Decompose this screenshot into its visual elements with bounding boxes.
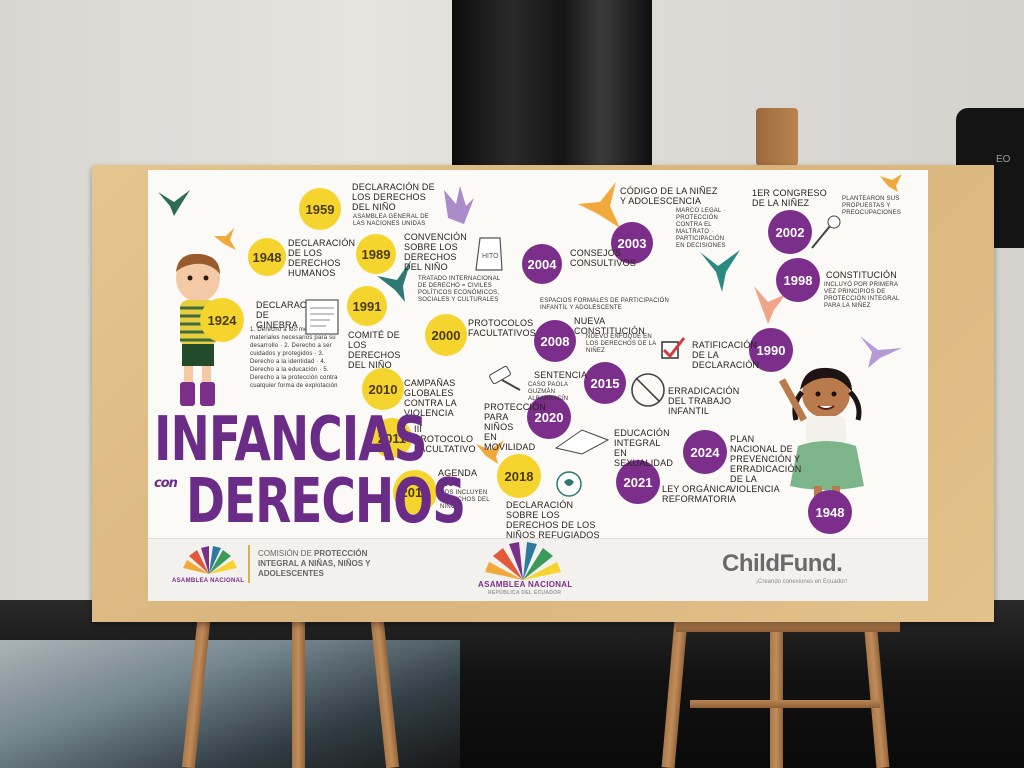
book-icon xyxy=(554,429,610,455)
label-2002: 1er congreso de la niñez xyxy=(752,188,827,208)
bird-icon-orange-3 xyxy=(880,174,902,192)
year-bubble-2003: 2003 xyxy=(611,222,653,264)
document-scroll-icon xyxy=(305,299,339,335)
poster-title-line1: INFANCIAS xyxy=(154,404,427,476)
hand-heart-icon xyxy=(556,471,582,497)
year-bubble-1948-b: 1948 xyxy=(808,490,852,534)
label-1948: Declaración de los derechos humanos xyxy=(288,238,356,278)
commission-bold: PROTECCIÓN INTEGRAL A NIÑAS, NIÑOS Y ADO… xyxy=(258,549,371,578)
bird-icon-orange xyxy=(578,182,620,228)
svg-text:HITO: HITO xyxy=(482,253,499,260)
bird-icon-lavender-2 xyxy=(860,336,902,368)
label-2008: Nueva constitución xyxy=(574,316,645,336)
childfund-tagline: ¡Creando conexiones en Ecuador! xyxy=(756,579,848,585)
label-2015-b: Erradicación del trabajo infantil xyxy=(668,386,740,416)
bird-icon-orange-small xyxy=(214,228,236,250)
year-bubble-2015-b: 2015 xyxy=(584,362,626,404)
commission-prefix: COMISIÓN DE xyxy=(258,549,315,558)
year-bubble-2011: 2011 xyxy=(372,418,412,458)
sublabel-1959: Asamblea general de las naciones unidas xyxy=(353,214,429,227)
sublabel-1989: Tratado internacional de derecho = Civil… xyxy=(418,276,501,303)
year-bubble-2002: 2002 xyxy=(768,210,812,254)
sublabel-sentencia: Caso Paola Guzmán Albarracín xyxy=(528,382,569,402)
easel-leg-right-2 xyxy=(770,620,783,768)
year-bubble-2021: 2021 xyxy=(616,460,660,504)
label-2015-a: Agenda 2030 xyxy=(438,468,477,488)
label-1998: Constitución xyxy=(826,270,897,280)
label-1924: Declaración de Ginebra xyxy=(256,300,324,330)
sublabel-2015-a: ODS incluyen derechos del niño xyxy=(440,490,490,510)
bird-icon-green xyxy=(158,190,190,216)
poster-title-line2: DERECHOS xyxy=(186,466,466,538)
label-2004: Consejos consultivos xyxy=(570,248,637,268)
label-movilidad: Protección para niños en movilidad xyxy=(484,402,547,452)
poster-title-con: con xyxy=(154,476,178,491)
bird-icon-pink xyxy=(754,286,786,324)
no-child-labor-icon xyxy=(631,373,665,407)
asamblea-sunburst-logo xyxy=(485,542,561,580)
sublabel-1998: Incluyó por primera vez principios de pr… xyxy=(824,282,900,309)
asamblea-logo-caption: ASAMBLEA NACIONAL xyxy=(478,580,573,589)
childfund-logo: ChildFund. xyxy=(722,550,843,577)
easel-top-clamp xyxy=(756,108,798,166)
gavel-icon xyxy=(489,365,521,391)
label-2003: Código de la niñez y adolescencia xyxy=(620,186,718,206)
footer-divider xyxy=(248,545,250,583)
sublabel-2003: Marco legal · Protección contra el maltr… xyxy=(676,208,726,249)
sublabel-2008: Nuevo enfoque en los derechos de la niñe… xyxy=(586,334,656,354)
year-bubble-1989: 1989 xyxy=(356,234,396,274)
year-bubble-2010: 2010 xyxy=(362,368,404,410)
label-2020: Educación integral en sexualidad xyxy=(614,428,674,468)
year-bubble-1948: 1948 xyxy=(248,238,286,276)
sublabel-2004: Espacios formales de participación infan… xyxy=(540,298,670,311)
asamblea-logo-subcaption: REPÚBLICA DEL ECUADOR xyxy=(488,590,562,596)
commission-name: COMISIÓN DE PROTECCIÓN INTEGRAL A NIÑAS,… xyxy=(258,549,378,579)
label-2010: Campañas globales contra la violencia xyxy=(404,378,457,418)
year-bubble-1959: 1959 xyxy=(299,188,341,230)
year-bubble-1991: 1991 xyxy=(347,286,387,326)
label-1989: Convención sobre los derechos del niño xyxy=(404,232,468,272)
bird-icon-teal xyxy=(377,260,411,302)
year-bubble-2000: 2000 xyxy=(425,314,467,356)
year-bubble-2024: 2024 xyxy=(683,430,727,474)
year-bubble-2015-a: 2015 xyxy=(393,470,437,514)
girl-character-illustration xyxy=(778,367,864,498)
easel-crossbar-right xyxy=(690,700,880,708)
label-2021: Ley orgánica reformatoria xyxy=(662,484,737,504)
label-1990: Ratificación de la declaración xyxy=(692,340,760,370)
label-2000: Protocolos facultativos xyxy=(468,318,536,338)
year-bubble-2008: 2008 xyxy=(534,320,576,362)
label-sentencia: Sentencia xyxy=(534,370,588,380)
list-1924-rights: 1. Derecho a los medios materiales neces… xyxy=(250,327,338,389)
bird-icon-teal-2 xyxy=(700,250,740,292)
asamblea-logo-caption-small: ASAMBLEA NACIONAL xyxy=(172,578,245,584)
easel-leg-left-2 xyxy=(292,612,305,768)
microphone-icon xyxy=(811,215,841,249)
year-bubble-1924: 1924 xyxy=(200,298,244,342)
label-2024: Plan nacional de prevención y erradicaci… xyxy=(730,434,802,494)
bird-icon-orange-2 xyxy=(476,440,504,464)
label-2011: III protocolo facultativo xyxy=(414,424,476,454)
year-bubble-2020: 2020 xyxy=(527,395,571,439)
year-bubble-2004: 2004 xyxy=(522,244,562,284)
asamblea-sunburst-logo-small xyxy=(183,546,237,574)
bird-icon-lavender xyxy=(444,186,474,224)
year-bubble-1990: 1990 xyxy=(749,328,793,372)
label-1991: Comité de los derechos del niño xyxy=(348,330,401,370)
sublabel-2002: Plantearon sus propuestas y preocupacion… xyxy=(842,196,902,216)
year-bubble-2018: 2018 xyxy=(497,454,541,498)
checkbox-checked-icon xyxy=(661,337,686,359)
poster-footer xyxy=(148,538,928,601)
easel-shelf-right xyxy=(676,622,900,632)
hito-milestone-icon: HITO xyxy=(475,237,503,271)
year-bubble-1998: 1998 xyxy=(776,258,820,302)
label-1959: Declaración de los derechos del niño xyxy=(352,182,435,212)
speaker-brand: EO xyxy=(996,154,1011,165)
